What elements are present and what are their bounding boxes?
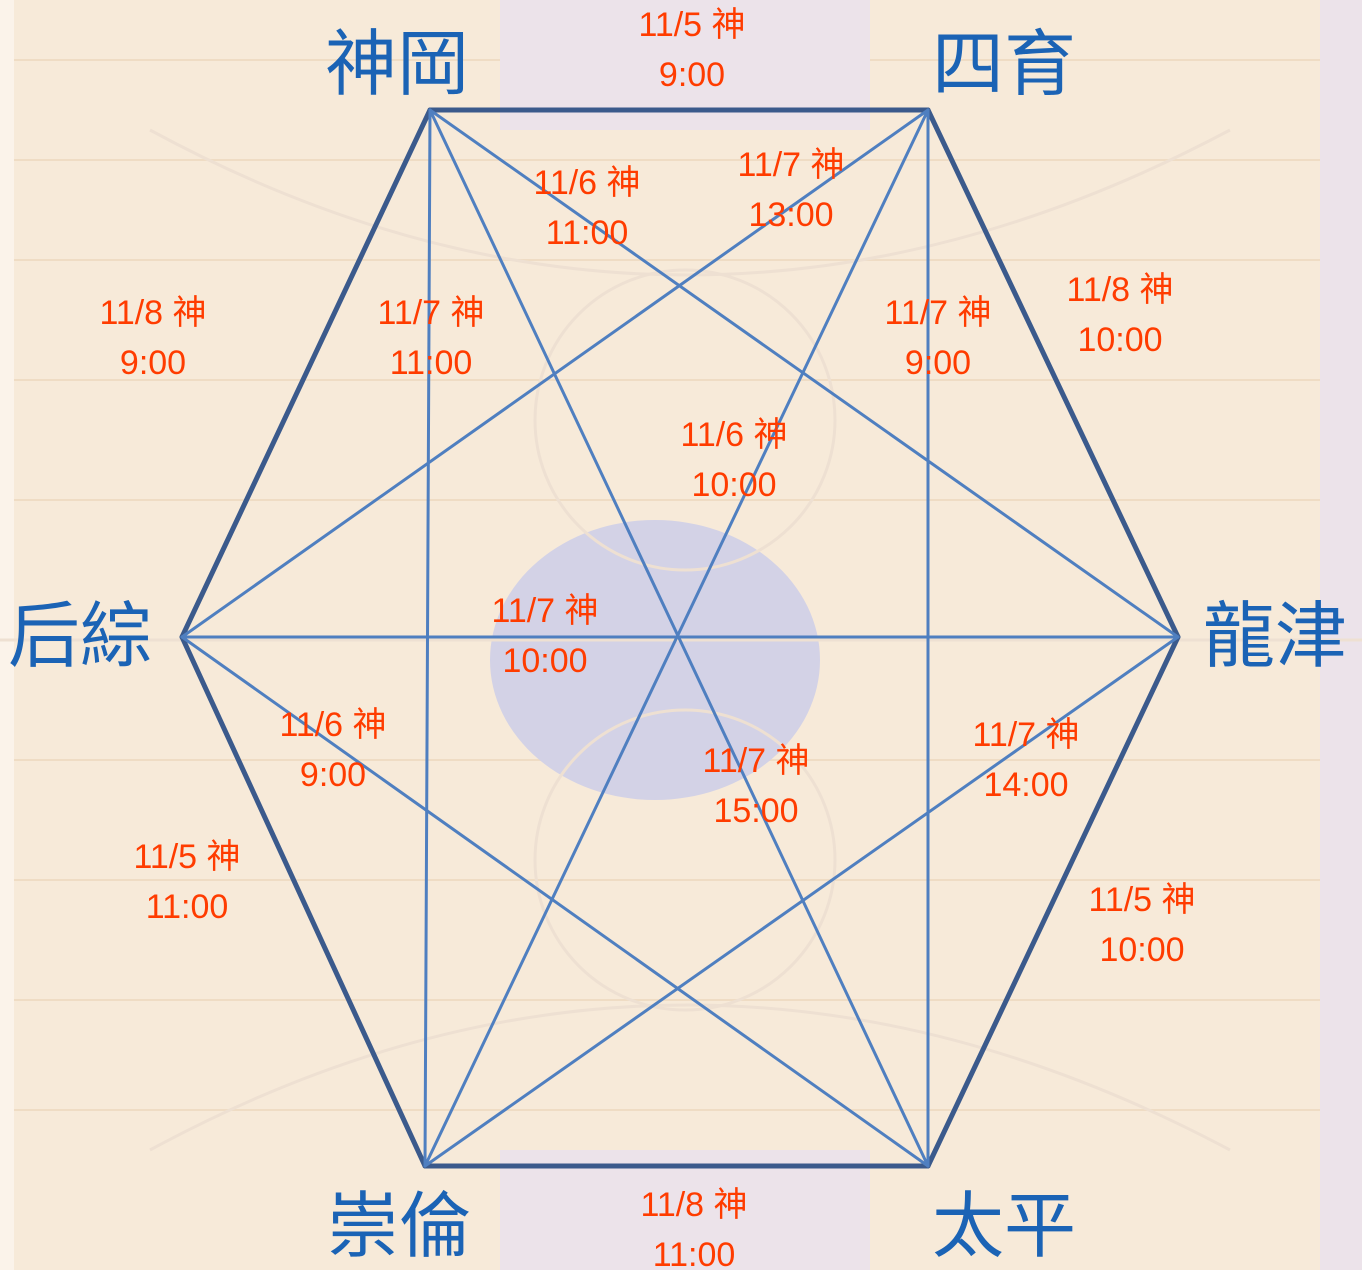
- match-date: 11/8 神: [99, 294, 207, 332]
- match-date: 11/5 神: [638, 6, 746, 44]
- team-shengang: 神岡: [325, 22, 470, 106]
- match-date: 11/7 神: [972, 716, 1080, 754]
- match-time: 11:00: [145, 888, 229, 926]
- match-shengang-siyu: 11/5 神 9:00: [582, 0, 802, 100]
- match-time: 10:00: [1077, 321, 1163, 359]
- match-date: 11/7 神: [702, 742, 810, 780]
- match-time: 9:00: [904, 344, 972, 382]
- match-time: 10:00: [502, 642, 588, 680]
- match-time: 11:00: [545, 214, 629, 252]
- match-taiping-chonglun: 11/8 神 11:00: [584, 1180, 804, 1280]
- match-siyu-chonglun: 11/6 神 10:00: [624, 410, 844, 510]
- match-date: 11/7 神: [737, 146, 845, 184]
- match-date: 11/5 神: [1088, 881, 1196, 919]
- match-date: 11/6 神: [680, 416, 788, 454]
- match-time: 14:00: [983, 766, 1069, 804]
- match-longjin-taiping: 11/5 神 10:00: [1032, 875, 1252, 975]
- edge-siyu-longjin: [925, 107, 1181, 640]
- match-date: 11/7 神: [884, 294, 992, 332]
- match-time: 9:00: [119, 344, 187, 382]
- team-siyu: 四育: [932, 22, 1077, 106]
- match-date: 11/6 神: [279, 706, 387, 744]
- match-time: 10:00: [1099, 931, 1185, 969]
- match-siyu-longjin: 11/8 神 10:00: [1010, 265, 1230, 365]
- match-date: 11/7 神: [491, 592, 599, 630]
- match-time: 9:00: [299, 756, 367, 794]
- match-time: 9:00: [658, 56, 726, 94]
- match-longjin-chonglun: 11/7 神 14:00: [916, 710, 1136, 810]
- edge-longjin-chonglun: [423, 635, 1180, 1168]
- match-houzong-shengang: 11/8 神 9:00: [43, 288, 263, 388]
- team-chonglun: 崇倫: [327, 1184, 472, 1268]
- team-longjin: 龍津: [1203, 594, 1348, 678]
- match-shengang-longjin: 11/6 神 11:00: [477, 158, 697, 258]
- edge-longjin-taiping: [925, 634, 1181, 1169]
- match-date: 11/8 神: [1066, 271, 1174, 309]
- match-longjin-houzong: 11/7 神 10:00: [435, 586, 655, 686]
- match-taiping-houzong: 11/6 神 9:00: [223, 700, 443, 800]
- match-time: 13:00: [748, 196, 834, 234]
- edge-chonglun-houzong: [179, 634, 428, 1169]
- match-time: 10:00: [691, 466, 777, 504]
- match-shengang-chonglun: 11/7 神 11:00: [321, 288, 541, 388]
- team-taiping: 太平: [932, 1184, 1077, 1268]
- match-time: 11:00: [652, 1236, 736, 1274]
- match-siyu-taiping: 11/7 神 9:00: [828, 288, 1048, 388]
- match-date: 11/8 神: [640, 1186, 748, 1224]
- match-date: 11/5 神: [133, 838, 241, 876]
- match-date: 11/7 神: [377, 294, 485, 332]
- match-time: 11:00: [389, 344, 473, 382]
- team-houzong: 后綜: [8, 594, 153, 678]
- match-shengang-taiping: 11/7 神 15:00: [646, 736, 866, 836]
- match-chonglun-houzong: 11/5 神 11:00: [77, 832, 297, 932]
- match-time: 15:00: [713, 792, 799, 830]
- match-siyu-houzong: 11/7 神 13:00: [681, 140, 901, 240]
- edge-siyu-houzong: [180, 108, 930, 639]
- edge-taiping-houzong: [180, 635, 930, 1168]
- edge-houzong-shengang: [179, 107, 433, 640]
- match-date: 11/6 神: [533, 164, 641, 202]
